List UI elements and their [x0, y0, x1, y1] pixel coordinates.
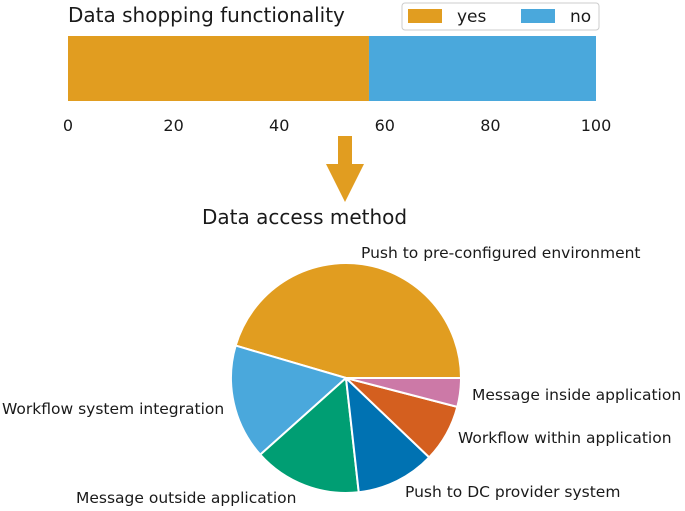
x-tick-label: 40: [269, 116, 289, 135]
pie-slice-message-inside-application: [345, 377, 462, 408]
slice-label-message-inside: Message inside application: [472, 386, 681, 404]
bar-chart-title: Data shopping functionality: [68, 3, 345, 27]
x-tick-label: 80: [480, 116, 500, 135]
legend-swatch-no: [521, 9, 555, 23]
pie-slice-push-to-dc-provider-system: [345, 377, 431, 494]
x-axis-ticks: 0 20 40 60 80 100: [63, 116, 611, 135]
bar-segment-yes: [68, 36, 369, 101]
legend: yes no: [401, 2, 600, 31]
pie-chart: Data access method Push to pre-configure…: [2, 205, 681, 507]
legend-swatch-yes: [408, 9, 442, 23]
x-tick-label: 20: [163, 116, 183, 135]
x-tick-label: 100: [581, 116, 612, 135]
pie-slices: [230, 262, 462, 494]
pie-chart-title: Data access method: [202, 205, 407, 229]
bar-chart: Data shopping functionality 0 20 40 60 80 100…: [63, 2, 611, 135]
bar-segments: [68, 36, 596, 101]
pie-slice-message-outside-application: [259, 377, 360, 494]
x-tick-label: 60: [375, 116, 395, 135]
down-arrow-icon: [326, 136, 364, 202]
slice-label-push-dc-provider: Push to DC provider system: [405, 483, 620, 501]
arrow-shaft: [338, 136, 352, 164]
slice-label-message-outside: Message outside application: [76, 489, 296, 507]
bar-segment-no: [368, 36, 596, 101]
pie-slice-workflow-system-integration: [230, 344, 347, 456]
slice-label-workflow-within: Workflow within application: [458, 429, 672, 447]
x-tick-label: 0: [63, 116, 73, 135]
legend-label-yes: yes: [457, 7, 487, 27]
slice-label-workflow-system: Workflow system integration: [2, 400, 224, 418]
arrow-head: [326, 164, 364, 202]
pie-slice-push-to-pre-configured-environment: [234, 262, 462, 379]
slice-label-push-preconfigured: Push to pre-configured environment: [361, 244, 641, 262]
legend-label-no: no: [570, 7, 591, 27]
